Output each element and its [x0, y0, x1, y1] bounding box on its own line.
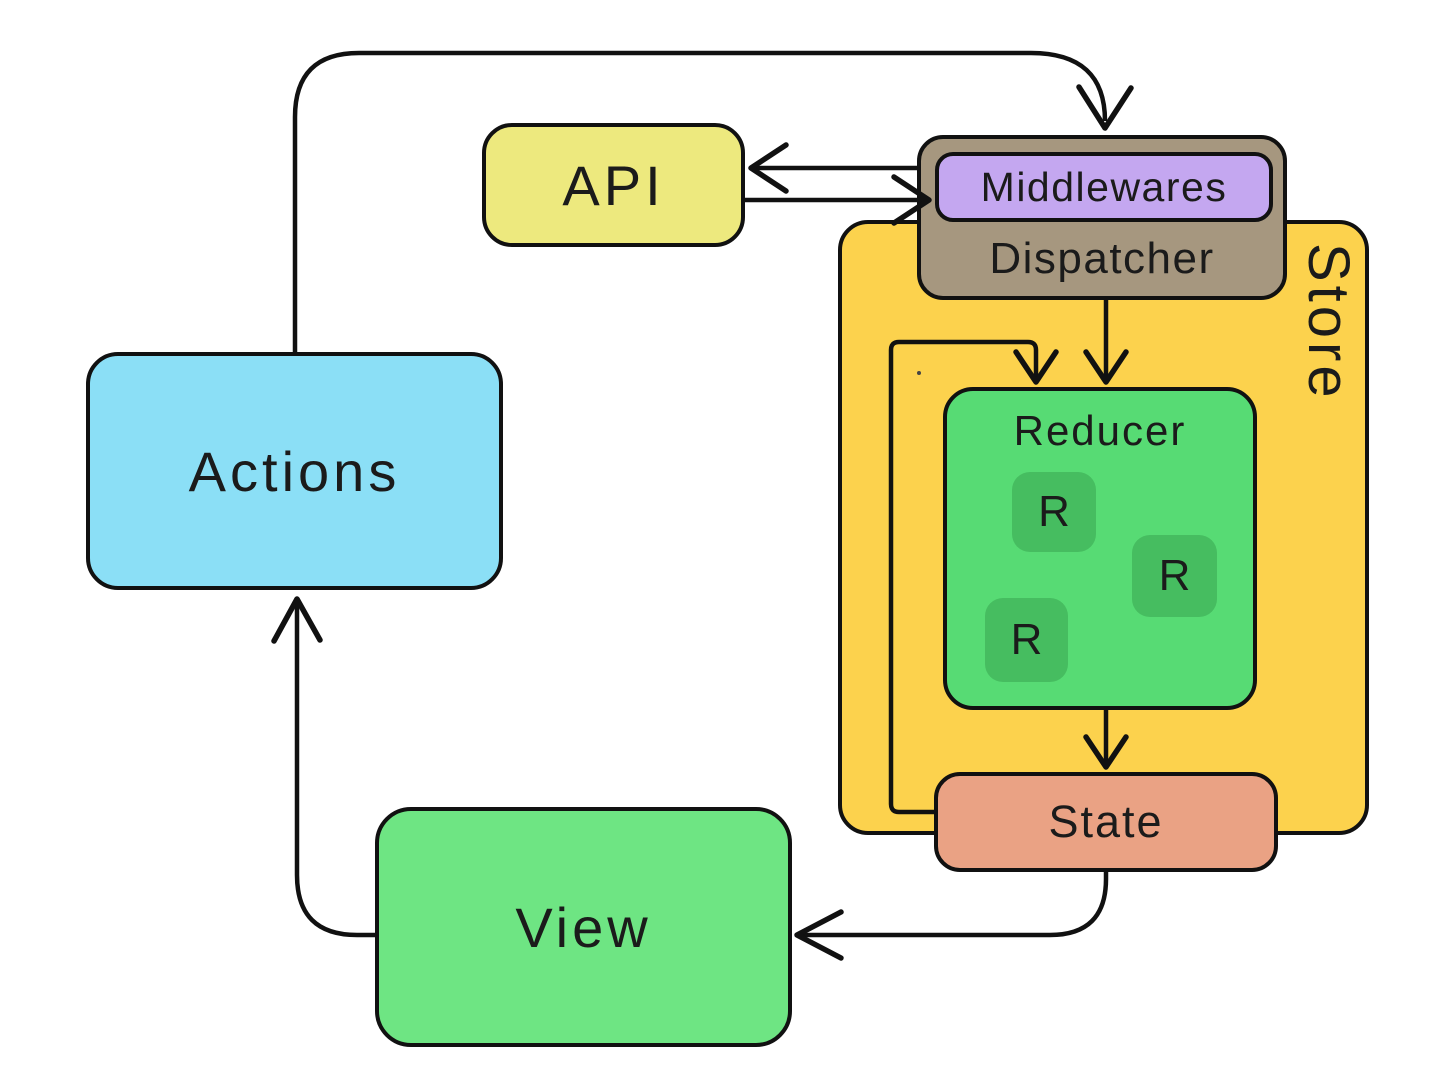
actions-label: Actions — [188, 439, 401, 503]
state-box: State — [934, 772, 1278, 872]
middlewares-box: Middlewares — [935, 152, 1273, 222]
reducer-r3-label: R — [1010, 615, 1043, 664]
reducer-box: Reducer R R R — [943, 387, 1257, 710]
reducer-r1-box: R — [1012, 472, 1096, 552]
reducer-r1-label: R — [1038, 487, 1070, 536]
reducer-r3-box: R — [985, 598, 1068, 682]
view-box: View — [375, 807, 792, 1047]
edge-view-to-actions — [294, 603, 375, 938]
view-label: View — [515, 895, 652, 959]
arrowhead-into-actions — [271, 596, 323, 644]
api-box: API — [482, 123, 745, 247]
dispatcher-box: Middlewares Dispatcher — [917, 135, 1287, 300]
arrowhead-into-view — [794, 909, 844, 961]
reducer-r2-box: R — [1132, 535, 1217, 617]
reducer-label: Reducer — [1013, 407, 1187, 454]
state-label: State — [1048, 796, 1164, 847]
api-label: API — [562, 153, 665, 217]
middlewares-label: Middlewares — [980, 163, 1228, 210]
arrowhead-into-dispatcher — [1076, 84, 1134, 131]
store-label: Store — [1296, 243, 1361, 402]
dispatcher-label: Dispatcher — [989, 234, 1215, 283]
edge-state-to-view — [800, 872, 1109, 938]
arrowhead-into-api — [748, 142, 789, 194]
reducer-r2-label: R — [1158, 551, 1191, 600]
actions-box: Actions — [86, 352, 503, 590]
